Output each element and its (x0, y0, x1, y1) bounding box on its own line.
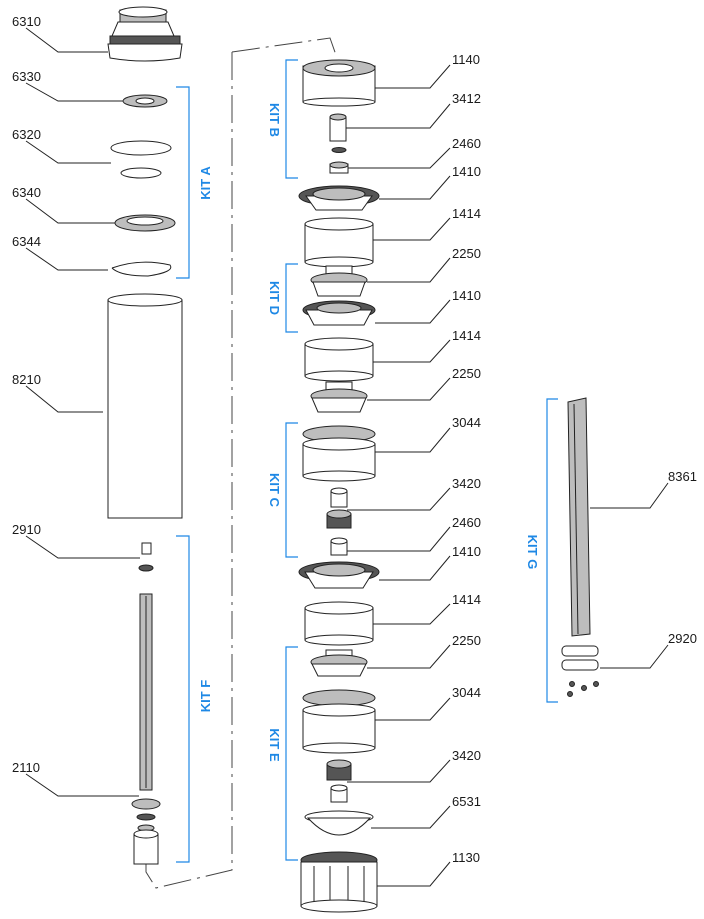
part-2250-diffuser-a (310, 265, 368, 297)
kit-f-bracket (176, 535, 190, 863)
label-2910: 2910 (12, 522, 41, 537)
label-1410-c: 1410 (452, 544, 481, 559)
label-3044-a: 3044 (452, 415, 481, 430)
label-3420-b: 3420 (452, 748, 481, 763)
part-3420-bushing-b (330, 784, 348, 803)
label-3044-b: 3044 (452, 685, 481, 700)
part-8361-cable-guard (567, 397, 591, 637)
kit-e-label: KIT E (267, 728, 282, 762)
kit-b-bracket (285, 59, 298, 179)
part-3412-bushing (329, 113, 347, 142)
part-2910-bolt (138, 542, 154, 572)
part-6310-cap (107, 6, 183, 62)
part-1414-sleeve-b (304, 337, 374, 382)
part-shaft-washers (131, 798, 161, 865)
part-2110-shaft (139, 593, 153, 791)
label-1140: 1140 (452, 52, 480, 67)
label-2250-b: 2250 (452, 366, 481, 381)
label-6330: 6330 (12, 69, 41, 84)
label-3420-a: 3420 (452, 476, 481, 491)
label-1410-a: 1410 (452, 164, 481, 179)
part-1130-intake (300, 851, 378, 913)
label-2460-lower: 2460 (452, 515, 481, 530)
label-6344: 6344 (12, 234, 41, 249)
part-hex-nut-a (326, 509, 352, 529)
kit-g-bracket (546, 398, 558, 703)
leader-lines (25, 27, 669, 887)
part-6340-seal (114, 214, 176, 232)
part-2460-nut-upper (329, 161, 349, 174)
label-1410-b: 1410 (452, 288, 481, 303)
label-6340: 6340 (12, 185, 41, 200)
label-1414-b: 1414 (452, 328, 481, 343)
label-2110: 2110 (12, 760, 40, 775)
part-1410-impeller-c (298, 561, 380, 589)
part-3044-bowl-b (302, 689, 376, 754)
part-2250-diffuser-c (310, 649, 368, 677)
label-2250-a: 2250 (452, 246, 481, 261)
label-2920: 2920 (668, 631, 697, 646)
kit-b-label: KIT B (267, 103, 282, 137)
label-2460-upper: 2460 (452, 136, 481, 151)
label-6531: 6531 (452, 794, 481, 809)
assembly-path-line (145, 37, 337, 889)
label-3412: 3412 (452, 91, 481, 106)
kit-d-bracket (285, 263, 298, 333)
kit-c-bracket (285, 422, 298, 558)
label-6310: 6310 (12, 14, 41, 29)
label-6320: 6320 (12, 127, 41, 142)
part-6344-circlip (111, 261, 172, 277)
part-1410-impeller-b (302, 300, 376, 326)
part-3420-hex-nut-b (326, 759, 352, 781)
part-1410-impeller-a (298, 185, 380, 211)
part-6531-cup (304, 810, 374, 836)
part-1414-sleeve-c (304, 601, 374, 646)
part-1414-sleeve-a (304, 217, 374, 268)
label-8361: 8361 (668, 469, 697, 484)
part-2250-diffuser-b (310, 381, 368, 413)
part-6320-ring-small (120, 167, 162, 179)
part-3044-bowl-a (302, 425, 376, 482)
kit-a-label: KIT A (198, 166, 213, 200)
part-6320-ring-large (110, 140, 172, 156)
part-1140-top-bowl (302, 59, 376, 107)
part-2920-clamps (561, 645, 599, 697)
label-1130: 1130 (452, 850, 480, 865)
kit-g-label: KIT G (525, 535, 540, 570)
kit-a-bracket (176, 86, 190, 279)
kit-e-bracket (285, 646, 298, 861)
kit-d-label: KIT D (267, 281, 282, 315)
label-1414-a: 1414 (452, 206, 481, 221)
label-2250-c: 2250 (452, 633, 481, 648)
kit-f-label: KIT F (198, 680, 213, 713)
kit-c-label: KIT C (267, 473, 282, 508)
label-8210: 8210 (12, 372, 41, 387)
part-3420-bushing-a (330, 487, 348, 508)
part-8210-tube (107, 293, 183, 519)
part-washer-small (331, 147, 347, 153)
part-6330-washer (122, 94, 168, 108)
label-1414-c: 1414 (452, 592, 481, 607)
part-2460-nut-lower (330, 537, 348, 556)
